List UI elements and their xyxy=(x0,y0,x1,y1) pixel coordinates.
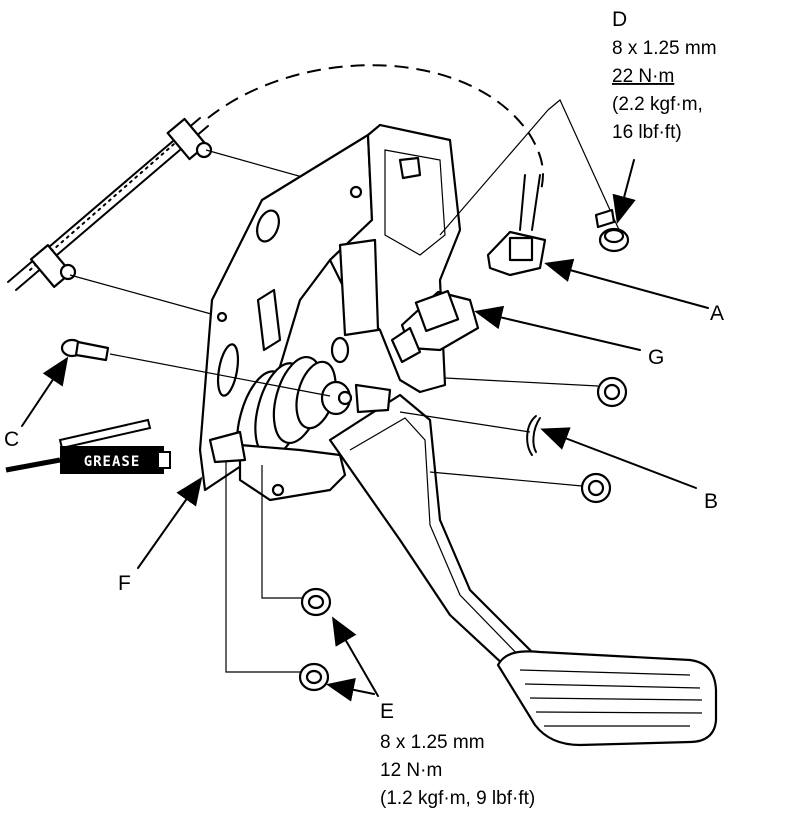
bolt-d xyxy=(594,208,630,253)
nut-middle xyxy=(580,472,612,504)
spec-e-torque: 12 N·m xyxy=(380,760,442,781)
pushrod-boot xyxy=(236,356,392,470)
spec-e-kgfm-lbfft: (1.2 kgf·m, 9 lbf·ft) xyxy=(380,788,535,809)
bolt-c xyxy=(60,338,331,397)
leader-bolt-d-line xyxy=(547,99,621,233)
callout-label-e: E xyxy=(380,700,394,723)
wire-harness xyxy=(7,117,213,291)
harness-clip-upper xyxy=(166,117,213,161)
spec-d-size: 8 x 1.25 mm xyxy=(612,38,717,59)
torque-spec-d: 8 x 1.25 mm 22 N·m (2.2 kgf·m, 16 lbf·ft… xyxy=(612,38,717,143)
nut-e-lower xyxy=(298,662,330,692)
callout-label-a: A xyxy=(710,302,724,325)
brake-pedal-arm xyxy=(328,393,542,682)
spec-d-lbfft: 16 lbf·ft) xyxy=(612,122,682,143)
spec-e-size: 8 x 1.25 mm xyxy=(380,732,485,753)
torque-spec-e: 8 x 1.25 mm 12 N·m (1.2 kgf·m, 9 lbf·ft) xyxy=(380,732,535,809)
nut-upper xyxy=(596,376,628,408)
callout-label-b: B xyxy=(704,490,718,513)
callout-label-g: G xyxy=(648,346,664,369)
leader-nut-middle xyxy=(429,471,583,487)
spec-d-torque: 22 N·m xyxy=(612,66,674,87)
leader-nut-e-upper xyxy=(261,465,302,599)
spec-d-kgfm: (2.2 kgf·m, xyxy=(612,94,703,115)
leader-nut-e-lower xyxy=(225,462,300,673)
callout-label-d: D xyxy=(612,8,627,31)
leader-nut-upper xyxy=(444,377,599,387)
callout-label-f: F xyxy=(118,572,131,595)
lower-mount-plate xyxy=(208,430,347,502)
grease-tube: GREASE xyxy=(5,418,171,474)
callout-arrows xyxy=(21,159,709,702)
harness-connector-a xyxy=(486,174,547,277)
harness-clip-lower xyxy=(29,244,77,288)
leader-dashed-to-bracket xyxy=(439,109,549,236)
grease-label: GREASE xyxy=(84,454,141,470)
leader-clip-lower xyxy=(69,274,223,318)
nut-e-upper xyxy=(300,587,332,617)
callout-label-c: C xyxy=(4,428,19,451)
cotter-pin-b xyxy=(399,411,541,456)
pedal-pad xyxy=(496,650,718,747)
brake-light-switch xyxy=(390,289,480,364)
